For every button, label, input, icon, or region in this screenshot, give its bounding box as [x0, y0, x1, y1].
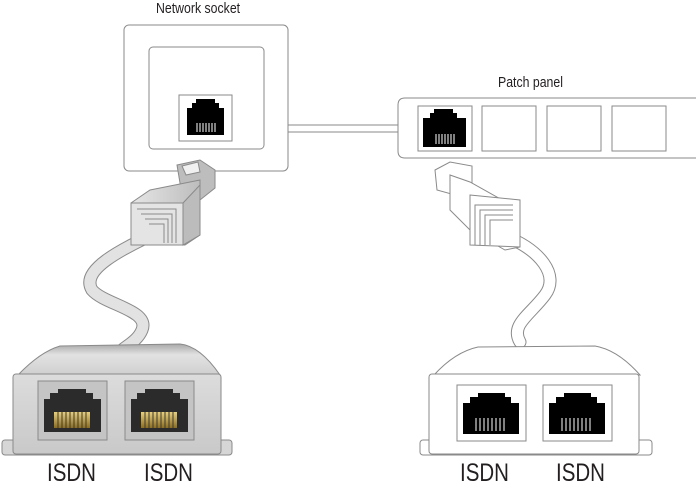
isdn-port-1 — [37, 380, 108, 441]
network-socket — [123, 24, 289, 172]
isdn-label-3: ISDN — [460, 459, 509, 487]
isdn-port-3 — [456, 384, 527, 442]
patch-panel-label: Patch panel — [498, 74, 563, 91]
right-rj45-plug — [434, 161, 521, 251]
left-isdn-adapter — [1, 343, 233, 456]
left-rj45-plug — [130, 159, 216, 246]
rj45-jack-icon — [187, 99, 224, 135]
isdn-port-2 — [124, 380, 195, 441]
patch-port-4 — [611, 105, 667, 152]
socket-to-panel-cable — [288, 124, 398, 133]
rj45-jack-icon — [423, 109, 466, 147]
patch-port-3 — [546, 105, 602, 152]
isdn-port-4 — [542, 384, 613, 442]
patch-panel — [397, 97, 696, 159]
patch-port-2 — [481, 105, 537, 152]
left-cable — [83, 225, 165, 357]
isdn-label-2: ISDN — [144, 459, 193, 487]
right-isdn-adapter — [419, 345, 653, 456]
isdn-label-1: ISDN — [47, 459, 96, 487]
isdn-label-4: ISDN — [556, 459, 605, 487]
network-socket-label: Network socket — [156, 0, 241, 17]
right-cable — [498, 229, 557, 349]
